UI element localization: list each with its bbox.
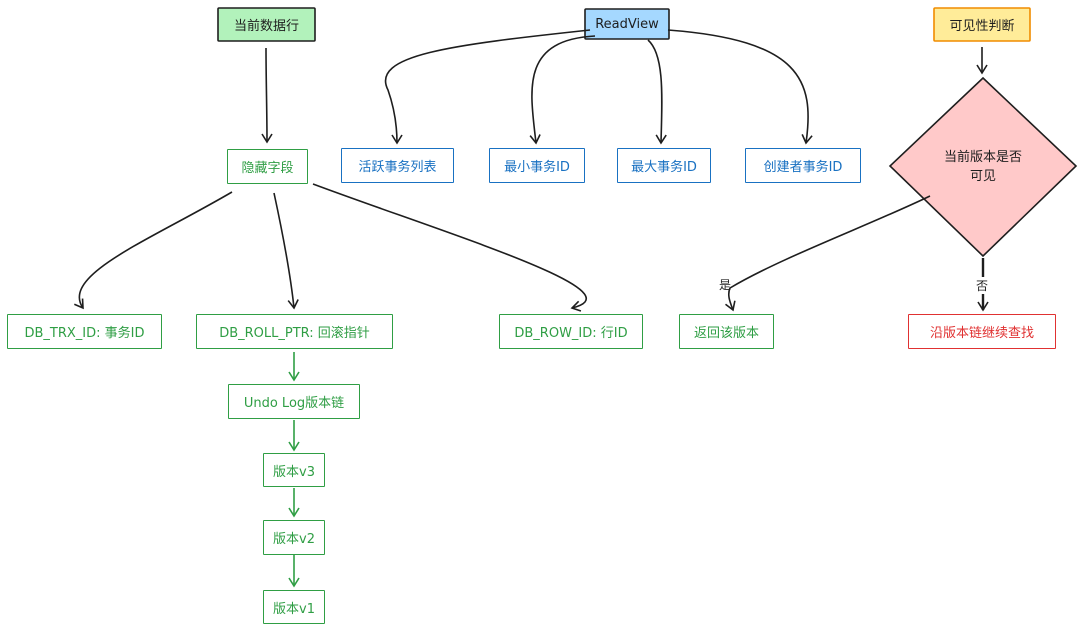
trx-id-node: DB_TRX_ID: 事务ID (7, 314, 162, 349)
decision-line-2: 可见 (969, 169, 996, 184)
return-version-node: 返回该版本 (679, 314, 774, 349)
decision-diamond (888, 76, 1078, 258)
version-v2-node: 版本v2 (263, 520, 325, 555)
edge-readview-to-active (384, 29, 591, 145)
undo-chain-node: Undo Log版本链 (228, 384, 360, 419)
roll-ptr-node: DB_ROLL_PTR: 回滚指针 (196, 314, 393, 349)
yes-label: 是 (719, 278, 732, 292)
visibility-node: 可见性判断 (949, 19, 1015, 34)
edge-readview-to-max (647, 39, 667, 145)
readview-node: ReadView (595, 16, 659, 32)
decision-label: 当前版本是否 可见 (923, 148, 1043, 186)
visibility-box (933, 7, 1031, 42)
version-v3-node: 版本v3 (263, 453, 325, 487)
decision-line-1: 当前版本是否 (943, 150, 1022, 165)
current-row-box (217, 7, 316, 42)
active-list-node: 活跃事务列表 (341, 148, 454, 183)
hidden-fields-node: 隐藏字段 (227, 149, 308, 184)
edge-readview-to-creator (667, 29, 813, 145)
current-row-node: 当前数据行 (233, 19, 299, 34)
edge-hidden-to-rollptr (273, 192, 299, 310)
min-trx-node: 最小事务ID (489, 148, 585, 183)
creator-trx-node: 创建者事务ID (745, 148, 861, 183)
readview-box (584, 8, 670, 40)
row-id-node: DB_ROW_ID: 行ID (499, 314, 643, 349)
edge-readview-to-min (529, 35, 596, 145)
no-label: 否 (976, 277, 989, 294)
edge-hidden-to-trx (74, 191, 233, 310)
edge-row-to-hidden (261, 47, 273, 144)
edge-hidden-to-rowid (312, 183, 588, 312)
max-trx-node: 最大事务ID (617, 148, 711, 183)
edge-yes (725, 195, 931, 312)
version-v1-node: 版本v1 (263, 590, 325, 624)
continue-search-node: 沿版本链继续查找 (908, 314, 1056, 349)
